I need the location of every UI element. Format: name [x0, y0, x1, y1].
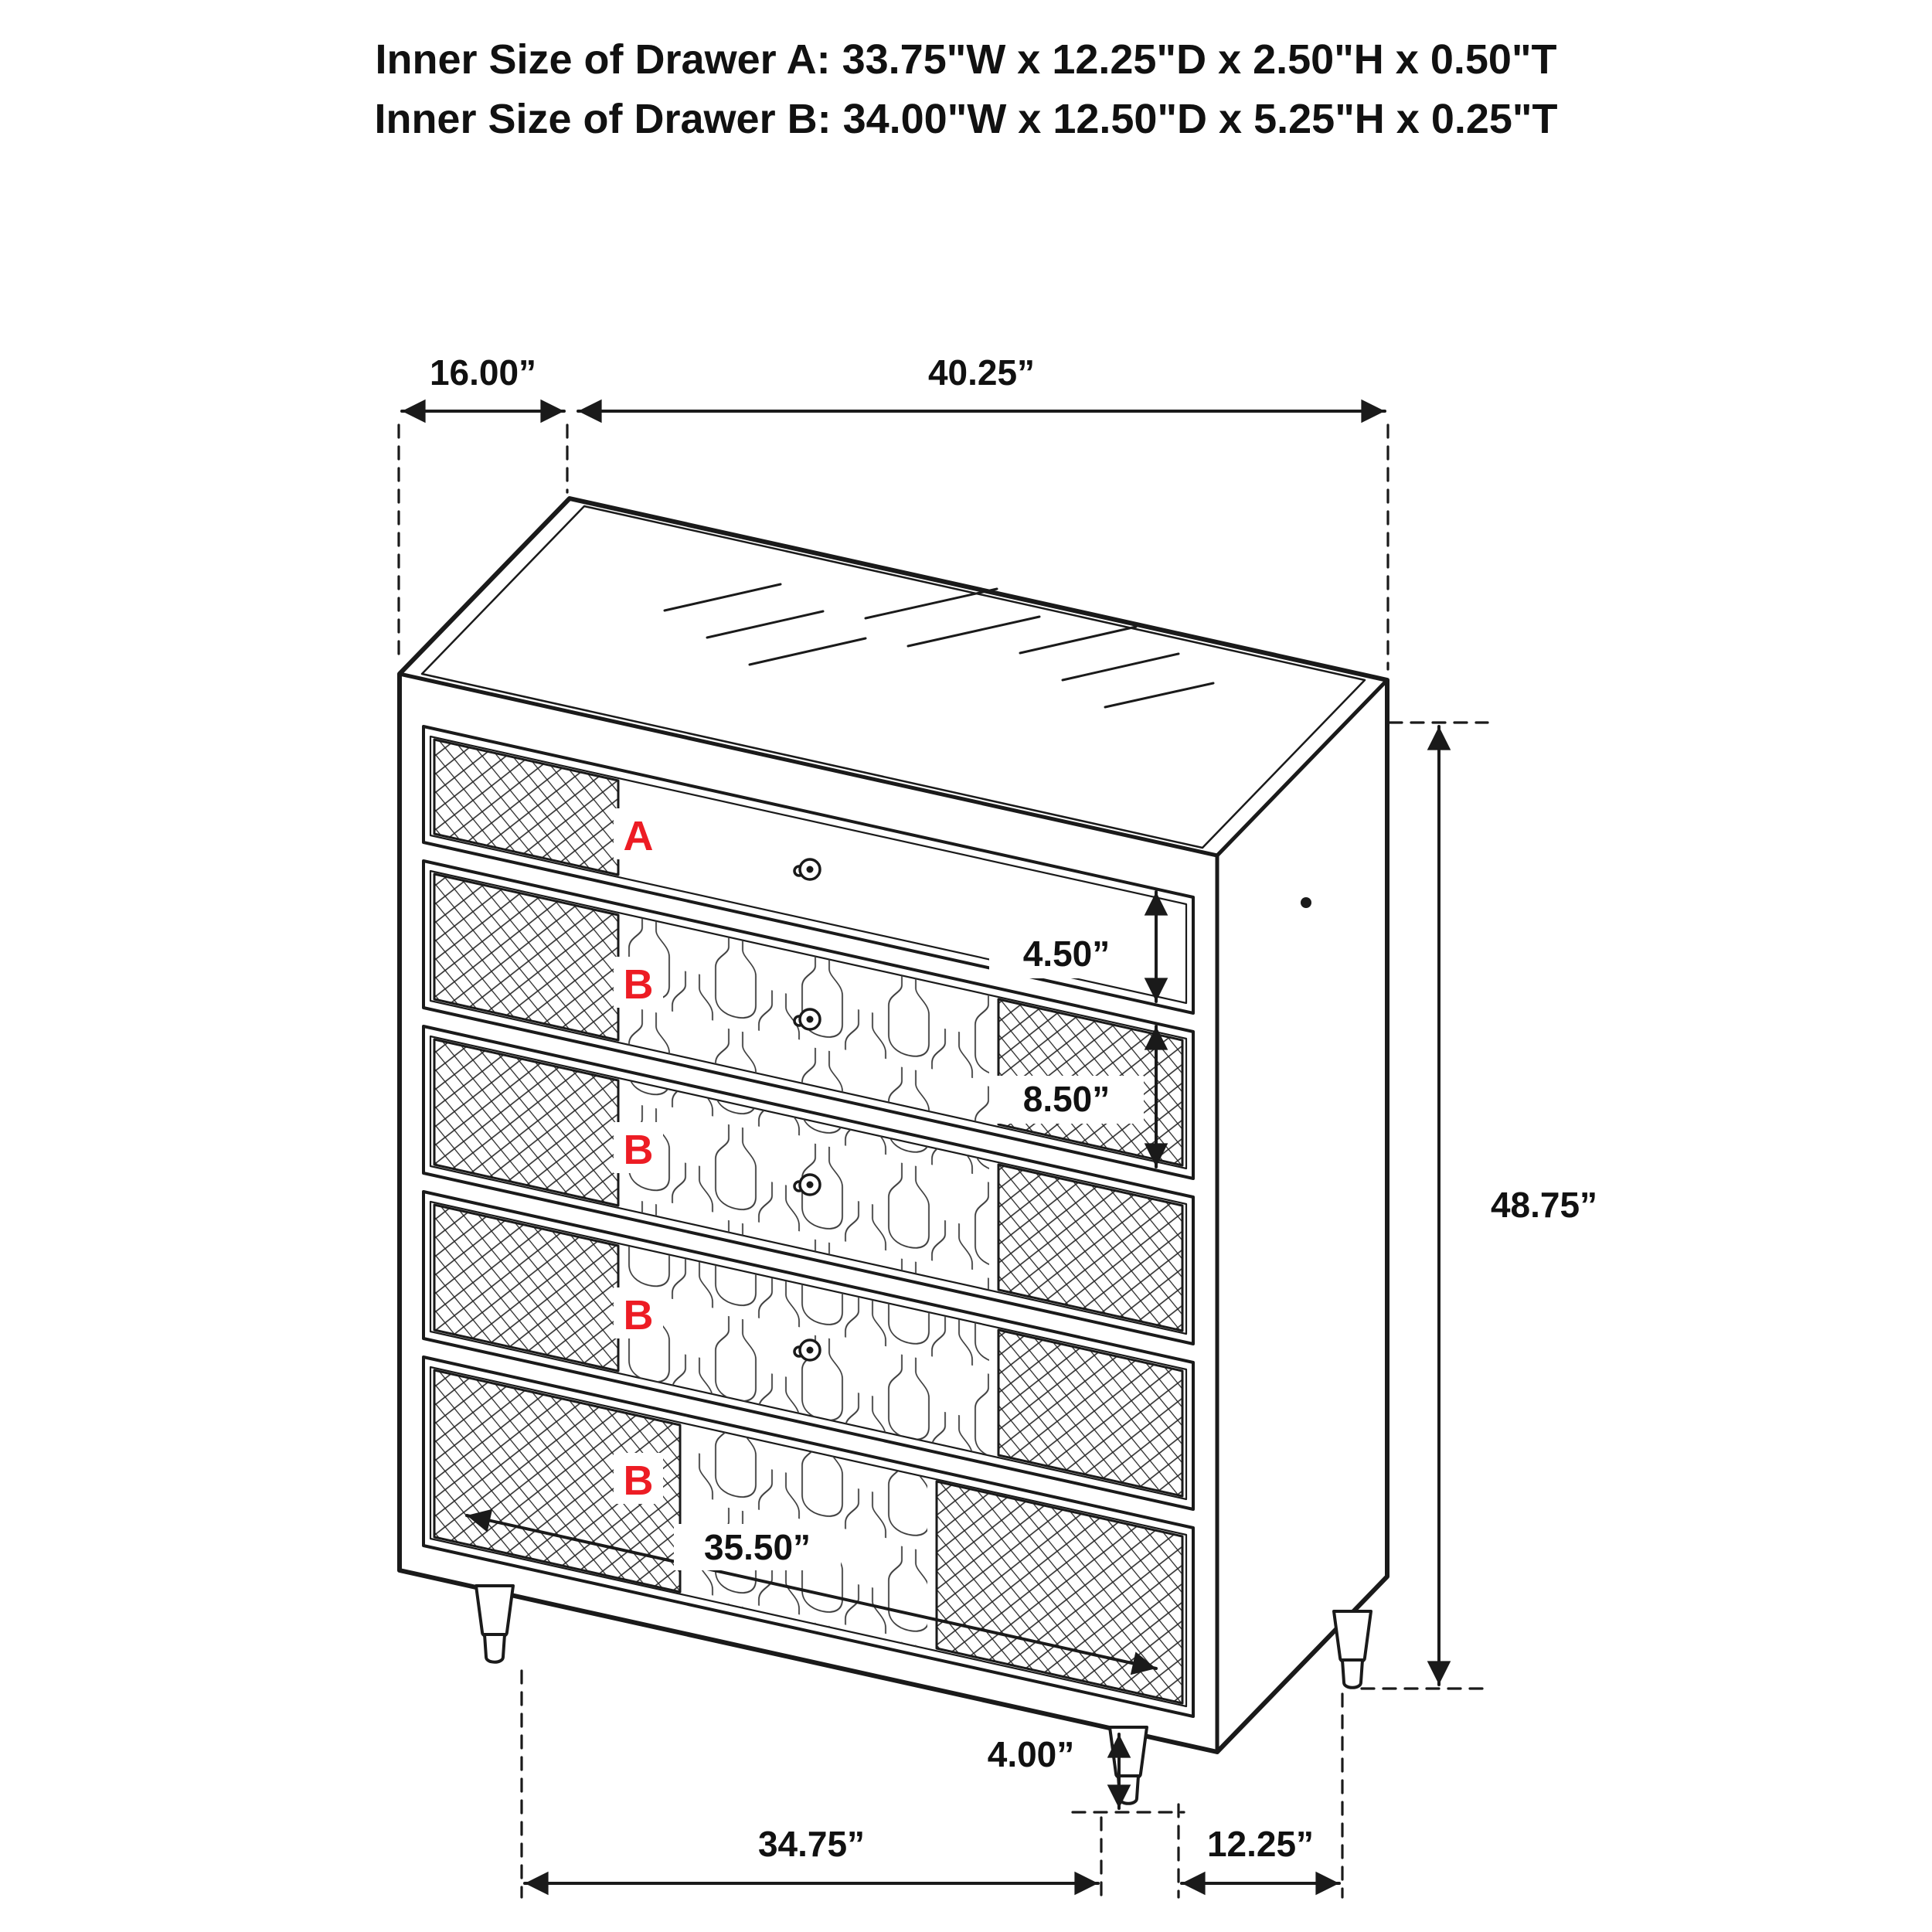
- chest-drawing: [397, 496, 1389, 1805]
- drawer-b3-lattice-right: [997, 1328, 1184, 1498]
- dim-drawer-a-height: 4.50”: [989, 890, 1168, 1003]
- chest-top-right-edge: [1215, 678, 1389, 858]
- title-block: Inner Size of Drawer A: 33.75"W x 12.25"…: [374, 36, 1557, 142]
- dim-front-leg-span-label: 34.75”: [758, 1824, 865, 1864]
- dim-front-leg-span: 34.75”: [520, 1669, 1103, 1899]
- title-line-1: Inner Size of Drawer A: 33.75"W x 12.25"…: [375, 36, 1556, 83]
- drawer-b1-label-bg: [614, 957, 663, 1008]
- drawer-a-label: A: [624, 813, 654, 859]
- knob-drawer-b1: [793, 1008, 821, 1031]
- drawer-a-inner-border: [429, 735, 1188, 1005]
- dim-overall-height: 48.75”: [1360, 721, 1597, 1690]
- chest-top-front-edge: [397, 672, 1219, 858]
- dim-top-depth: 16.00”: [397, 352, 569, 665]
- dim-side-leg-span-label: 12.25”: [1207, 1824, 1314, 1864]
- drawer-b4-front: [422, 1355, 1195, 1718]
- drawer-b3-front: [422, 1190, 1195, 1511]
- dimension-annotations: 16.00” 40.25” 4.50” 8.50” 48.75”: [397, 352, 1597, 1899]
- drawer-a: [422, 725, 1195, 1015]
- drawer-b3-label: B: [624, 1292, 654, 1338]
- drawer-b2-lattice-right: [997, 1163, 1184, 1332]
- dim-top-width: 40.25”: [577, 352, 1389, 671]
- dim-drawer-a-height-label: 4.50”: [1023, 934, 1111, 974]
- drawer-a-front: [422, 725, 1195, 1015]
- back-right-leg: [1332, 1610, 1372, 1689]
- mirror-shine-lines: [663, 583, 1215, 709]
- drawer-b4-label: B: [624, 1458, 654, 1504]
- drawer-b3-lattice-left: [433, 1203, 620, 1372]
- front-left-leg: [474, 1584, 515, 1664]
- drawer-b2-label-bg: [614, 1122, 663, 1173]
- dim-overall-height-label: 48.75”: [1491, 1185, 1597, 1225]
- dim-drawer-width-label: 35.50”: [704, 1527, 811, 1567]
- dim-drawer-width: 35.50”: [465, 1509, 1158, 1675]
- knob-drawer-a: [793, 858, 821, 881]
- drawer-b2-front: [422, 1025, 1195, 1345]
- drawer-a-label-bg: [614, 808, 663, 859]
- drawer-b1-lattice-left: [433, 872, 620, 1042]
- drawer-a-lattice-left: [433, 738, 620, 876]
- drawer-b1-front: [422, 859, 1195, 1180]
- drawer-b2-label: B: [624, 1127, 654, 1173]
- dim-drawer-b-height: 8.50”: [989, 1025, 1168, 1168]
- drawer-b1-label: B: [624, 961, 654, 1008]
- title-line-2: Inner Size of Drawer B: 34.00"W x 12.50"…: [374, 96, 1557, 142]
- dim-top-depth-label: 16.00”: [430, 352, 536, 393]
- dim-leg-height-label: 4.00”: [988, 1734, 1075, 1774]
- knob-drawer-b2: [793, 1173, 821, 1196]
- dim-leg-height: 4.00”: [954, 1731, 1185, 1814]
- drawer-letters: A B B B B: [614, 808, 663, 1504]
- drawer-b4-inner-border: [429, 1366, 1188, 1708]
- top-inner-frame: [420, 505, 1366, 849]
- drawer-b2: [422, 1025, 1195, 1345]
- drawer-b4-label-bg: [614, 1453, 663, 1504]
- dim-side-leg-span: 12.25”: [1177, 1692, 1344, 1899]
- dim-top-width-label: 40.25”: [928, 352, 1035, 393]
- front-right-leg: [1108, 1726, 1148, 1805]
- side-panel-dot: [1301, 897, 1311, 908]
- knob-drawer-b3: [793, 1338, 821, 1362]
- dim-drawer-b-height-label: 8.50”: [1023, 1079, 1111, 1119]
- drawer-b2-lattice-left: [433, 1038, 620, 1207]
- drawer-b3-label-bg: [614, 1287, 663, 1338]
